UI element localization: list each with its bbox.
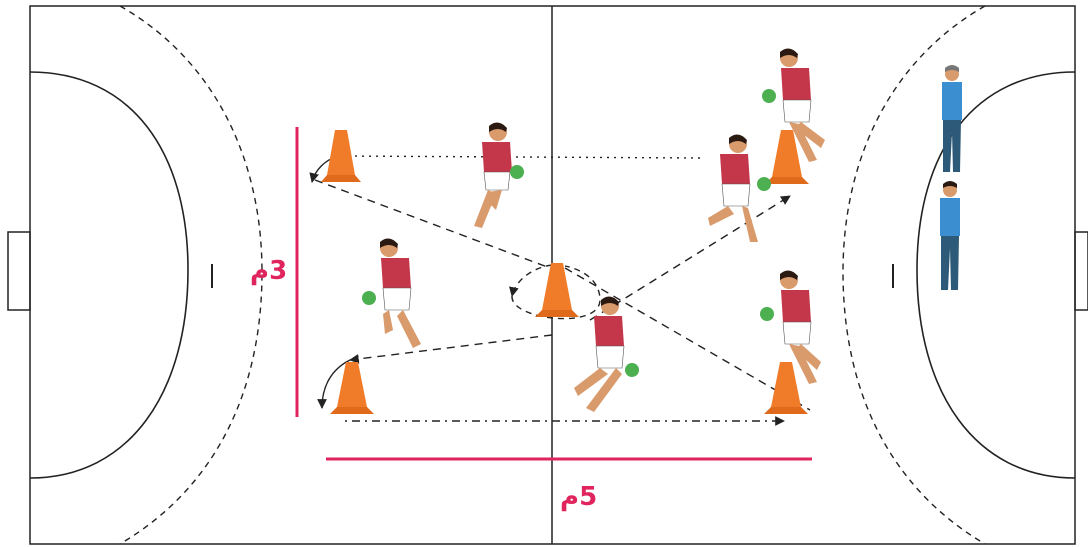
player-figure [760,270,821,384]
left-free-throw-line [119,5,263,545]
player-figure [762,48,825,162]
movement-paths [309,151,811,426]
vertical-distance-label: 3م [250,256,288,286]
path-bottom-left-curve [317,359,351,409]
coach-figure [942,65,962,172]
player-figure [474,122,524,228]
path-diagonal-to-center [314,179,551,269]
cone-icon [764,362,808,414]
cone-icon [330,362,374,414]
right-goal-area [916,71,1076,479]
path-top-dotted [337,151,701,161]
coach-figure [940,181,960,290]
player-figure [362,238,421,348]
cone-icon [321,130,361,182]
path-center-to-bottom-right [564,267,811,411]
path-center-to-bottom-left [349,334,553,364]
cone-icon [765,130,809,184]
player-figure [708,134,771,242]
right-goal [1074,231,1088,311]
horizontal-distance-label: 5م [560,482,598,512]
cone-icon [535,263,579,317]
left-goal-area [29,71,189,479]
path-diagonal-to-right [589,195,791,321]
right-free-throw-line [842,5,986,545]
path-center-ring [511,265,601,320]
player-figure [574,296,639,412]
left-goal [7,231,31,311]
path-center-loop [509,264,553,297]
